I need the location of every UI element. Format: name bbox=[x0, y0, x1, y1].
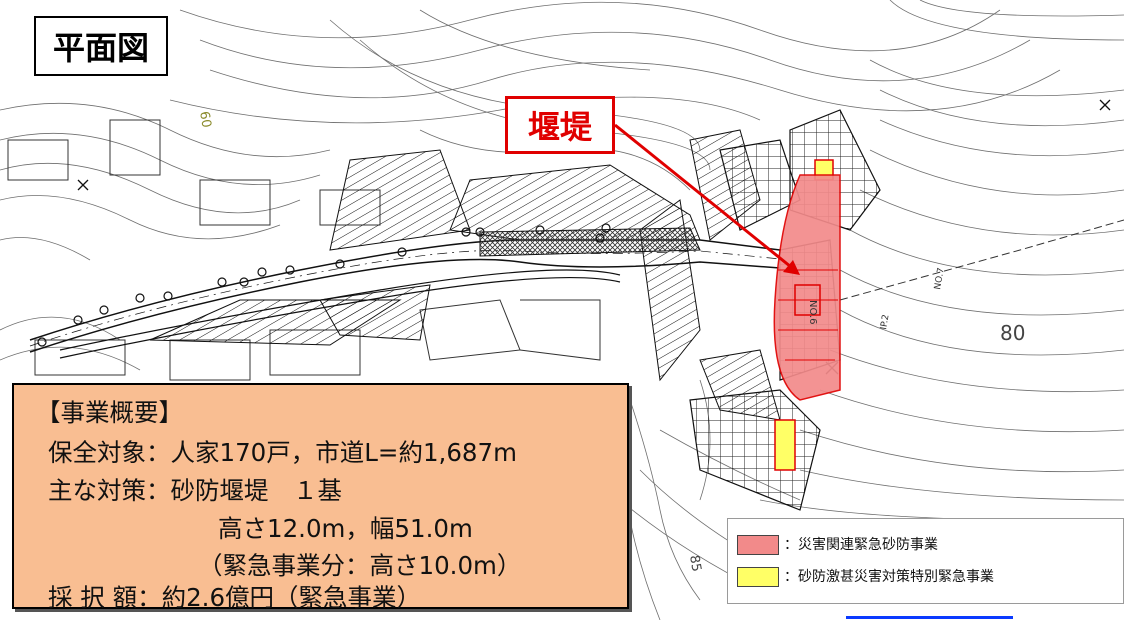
summary-line-protection: 保全対象：人家170戸，市道L=約1,687m bbox=[48, 438, 517, 467]
dam-yellow-bottom bbox=[774, 419, 796, 471]
callout-arrowhead bbox=[783, 260, 800, 275]
summary-line-emergency: （緊急事業分：高さ10.0m） bbox=[198, 551, 522, 580]
slope-hatching bbox=[149, 129, 781, 421]
station-ip2: IP.2 bbox=[879, 314, 892, 331]
contour-label-85: 85 bbox=[686, 554, 704, 573]
survey-markers bbox=[37, 223, 611, 347]
contour-label-80: 80 bbox=[1000, 321, 1025, 345]
plan-title: 平面図 bbox=[34, 16, 168, 76]
link-underline[interactable] bbox=[846, 616, 1013, 619]
station-no7: NO.7 bbox=[933, 267, 947, 290]
contour-label-60: 60 bbox=[196, 110, 214, 129]
summary-heading: 【事業概要】 bbox=[36, 398, 183, 427]
dam-body bbox=[773, 159, 841, 471]
station-no6: NO.6 bbox=[807, 300, 818, 325]
summary-line-budget: 採 択 額：約2.6億円（緊急事業） bbox=[48, 583, 422, 612]
retaining-wall bbox=[479, 227, 701, 257]
callout-arrow bbox=[614, 123, 797, 273]
dam-callout-label: 堰堤 bbox=[505, 96, 615, 154]
legend-swatch-yellow bbox=[737, 567, 779, 587]
summary-line-size: 高さ12.0m，幅51.0m bbox=[218, 514, 473, 543]
legend: ：災害関連緊急砂防事業 ：砂防激甚災害対策特別緊急事業 bbox=[727, 518, 1124, 604]
legend-swatch-red bbox=[737, 535, 779, 555]
legend-label-red: ：災害関連緊急砂防事業 bbox=[784, 537, 938, 553]
project-summary-box: 【事業概要】 保全対象：人家170戸，市道L=約1,687m 主な対策：砂防堰堤… bbox=[12, 383, 629, 612]
summary-line-measures: 主な対策：砂防堰堤 １基 bbox=[48, 476, 342, 505]
legend-label-yellow: ：砂防激甚災害対策特別緊急事業 bbox=[784, 569, 994, 585]
